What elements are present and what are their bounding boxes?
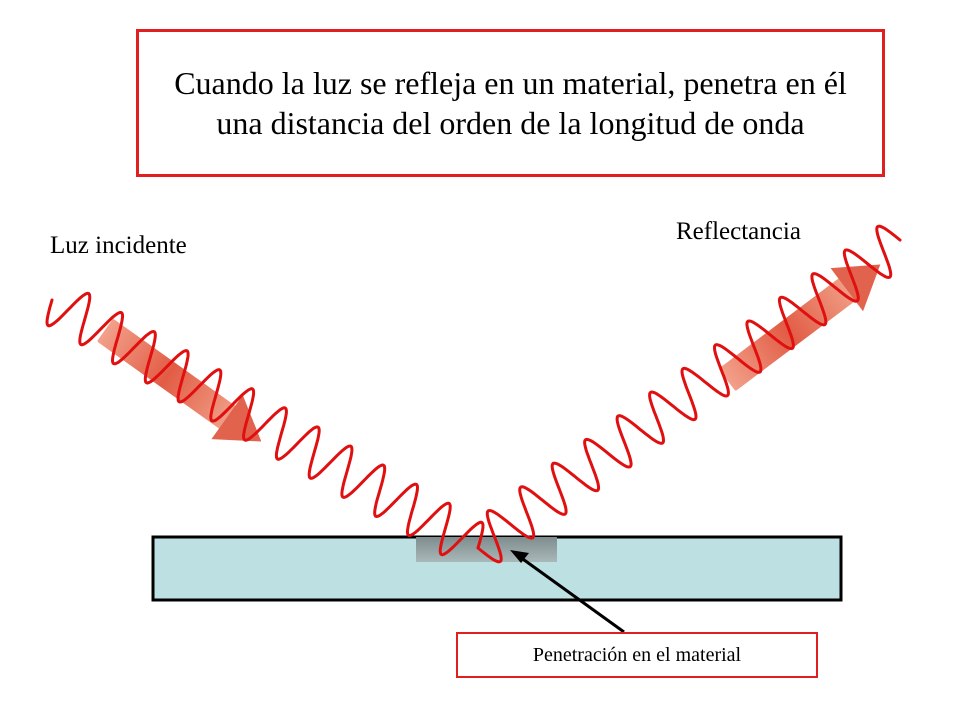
penetration-label: Penetración en el material — [532, 643, 742, 666]
penetration-callout: Penetración en el material — [456, 632, 818, 678]
pointer-line — [519, 555, 625, 634]
reflectance-label: Reflectancia — [676, 218, 801, 245]
incident-light-label: Luz incidente — [50, 232, 187, 259]
title-box: Cuando la luz se refleja en un material,… — [136, 29, 885, 177]
pointer-arrowhead — [510, 550, 529, 563]
incident-wave — [45, 291, 485, 557]
reflected-arrow — [719, 264, 881, 391]
reflected-wave — [476, 224, 902, 564]
title-text: Cuando la luz se refleja en un material,… — [174, 65, 847, 141]
penetration-zone — [416, 537, 557, 562]
